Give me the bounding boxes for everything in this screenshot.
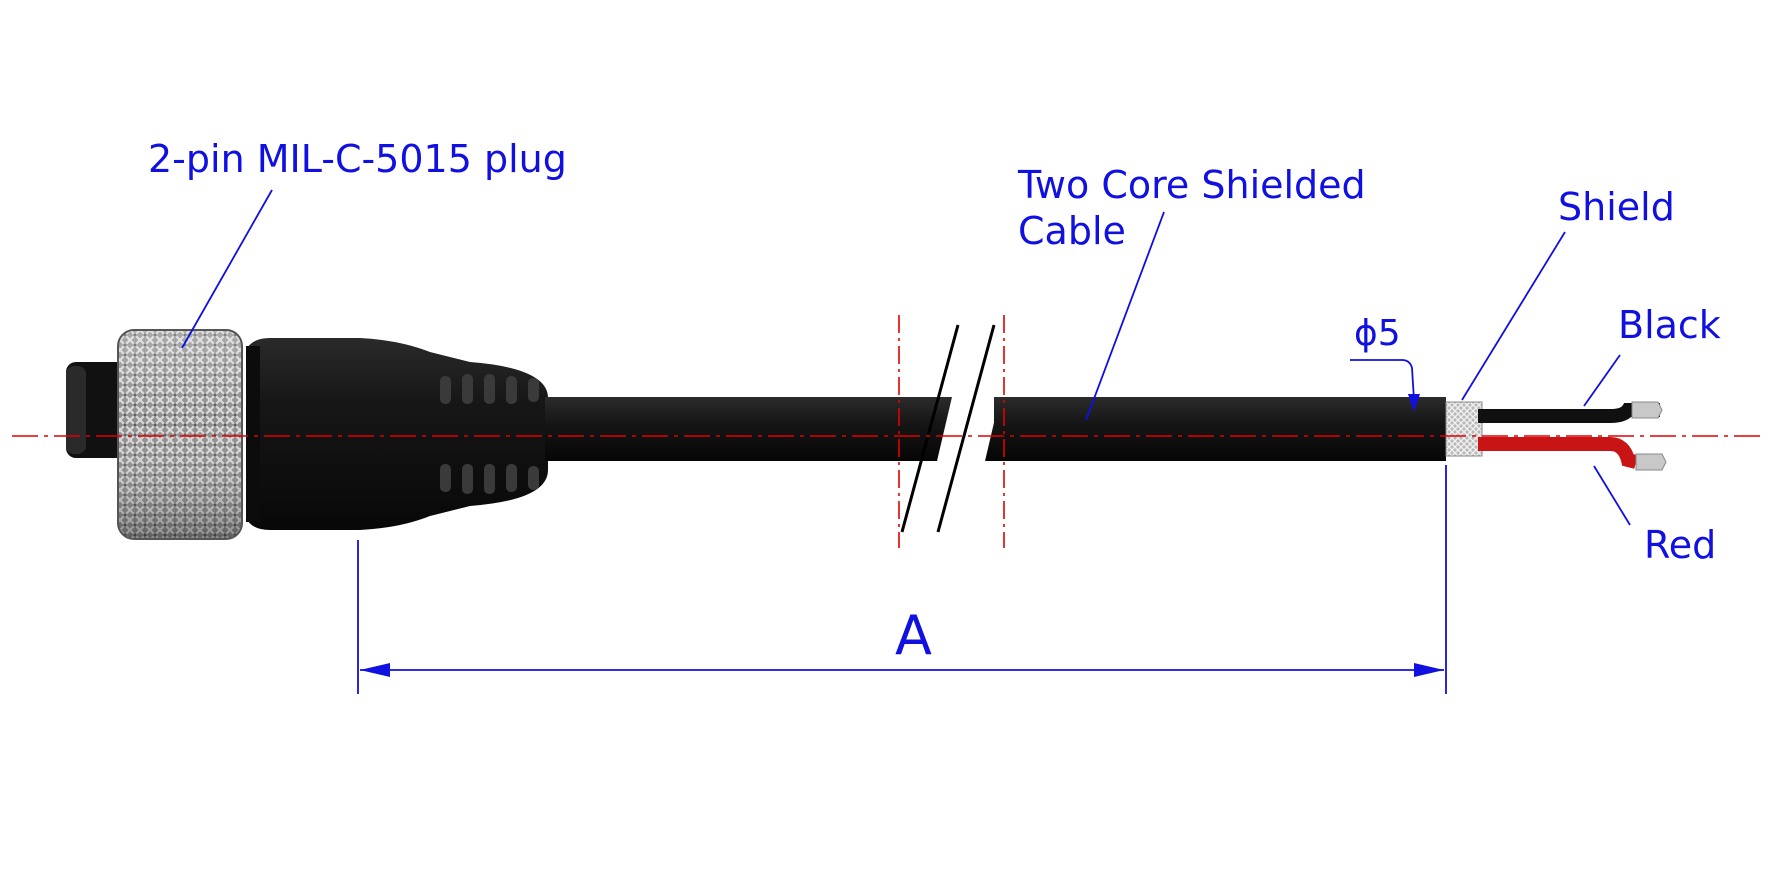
wire-black	[1478, 401, 1663, 423]
cable-jacket	[545, 397, 1446, 461]
cable-break-symbol	[900, 324, 1000, 533]
label-dimension-a: A	[895, 604, 932, 667]
wire-red	[1478, 437, 1667, 471]
knurled-coupling-nut	[117, 329, 243, 540]
diameter-arrow	[1408, 394, 1420, 412]
label-diameter: ϕ5	[1354, 313, 1401, 354]
label-plug: 2-pin MIL-C-5015 plug	[148, 137, 567, 181]
leader-lines	[181, 189, 1631, 526]
break-extension-lines	[898, 315, 1005, 548]
label-shield: Shield	[1558, 185, 1675, 229]
braided-shield	[1445, 401, 1483, 457]
connector-body	[246, 338, 548, 530]
dimension-a	[357, 465, 1447, 694]
label-cable-line1: Two Core Shielded	[1017, 163, 1366, 207]
connector-face	[66, 362, 126, 458]
label-black: Black	[1618, 303, 1721, 347]
label-cable-line2: Cable	[1018, 209, 1126, 253]
strain-relief-ribs	[440, 374, 539, 494]
label-red: Red	[1644, 523, 1716, 567]
